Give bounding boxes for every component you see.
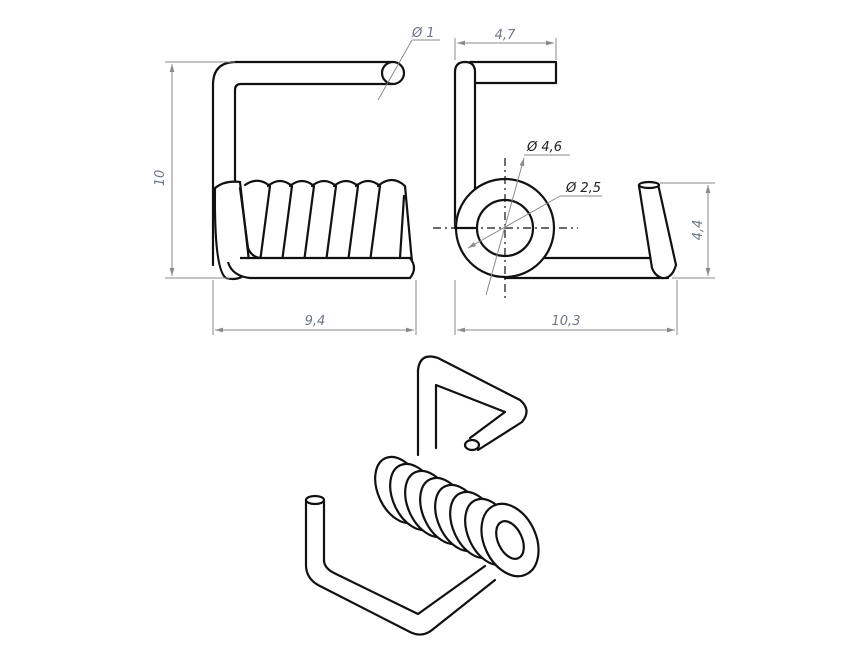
iso-bottom-leg-outer — [304, 498, 497, 636]
dim-arm-length: 4,7 — [495, 28, 516, 43]
dim-leg-height: 4,4 — [691, 220, 706, 241]
front-view: 10 9,4 Ø 1 — [153, 26, 440, 335]
dim-inner-diameter: Ø 2,5 — [565, 181, 601, 196]
dim-outer-diameter: Ø 4,6 — [526, 140, 562, 155]
side-top-arm — [468, 60, 558, 85]
iso-coil-front-ring — [480, 502, 540, 578]
dim-height: 10 — [153, 170, 168, 187]
dim-width: 9,4 — [305, 314, 326, 329]
side-vertical-bar — [453, 60, 477, 230]
front-frame-outer — [211, 60, 394, 267]
iso-top-loop-inner — [434, 383, 507, 450]
coil-turns — [213, 178, 414, 281]
iso-bottom-leg-inner — [322, 498, 487, 616]
side-bottom-bar — [503, 256, 670, 280]
front-frame-inner — [233, 82, 394, 192]
dim-total-length: 10,3 — [552, 314, 581, 329]
isometric-view — [304, 355, 540, 636]
iso-coil — [374, 455, 540, 578]
dim-wire-diameter: Ø 1 — [411, 26, 435, 41]
side-angled-leg — [637, 182, 678, 280]
front-bottom-bar — [226, 256, 416, 280]
iso-top-loop-outer — [416, 355, 528, 457]
side-view: 4,7 Ø 4,6 Ø 2,5 4,4 10,3 — [433, 28, 715, 335]
